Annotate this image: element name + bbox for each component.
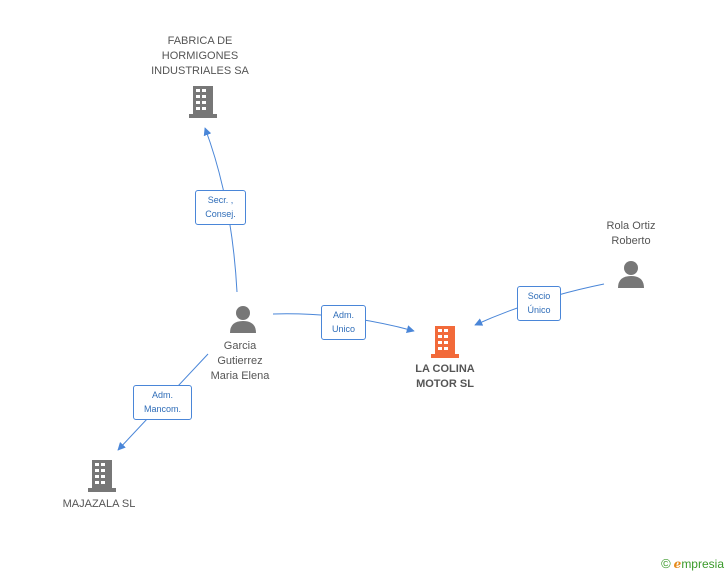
label-line: Garcia: [223, 340, 257, 352]
node-label-garcia[interactable]: Garcia Gutierrez Maria Elena: [190, 339, 290, 384]
node-label-fabrica[interactable]: FABRICA DE HORMIGONES INDUSTRIALES SA: [140, 34, 260, 79]
edge-label-adm-mancom[interactable]: Adm. Mancom.: [133, 385, 192, 420]
label-line: Rola Ortiz: [606, 220, 656, 232]
empresia-logo[interactable]: ©empresia: [661, 556, 724, 571]
edge-label-secr-consej[interactable]: Secr. , Consej.: [195, 190, 246, 225]
building-icon: [431, 326, 459, 358]
edge-label-line: Secr. ,: [207, 195, 234, 205]
label-line: Roberto: [611, 235, 651, 247]
edge-label-line: Socio: [527, 291, 551, 301]
node-label-rola[interactable]: Rola Ortiz Roberto: [581, 219, 681, 249]
edge-label-line: Adm.: [151, 390, 173, 400]
edge-label-line: Mancom.: [143, 404, 181, 414]
person-icon: [230, 306, 256, 333]
building-icon: [189, 86, 217, 118]
edge-label-line: Unico: [331, 324, 355, 334]
label-line: MAJAZALA SL: [62, 498, 136, 510]
label-line: Maria Elena: [210, 370, 270, 382]
label-line: INDUSTRIALES SA: [151, 65, 249, 77]
label-line: HORMIGONES: [161, 50, 239, 62]
edge-label-socio-unico[interactable]: Socio Único: [517, 286, 561, 321]
label-line: Gutierrez: [217, 355, 263, 367]
edge-label-line: Adm.: [332, 310, 354, 320]
brand-name: mpresia: [681, 557, 724, 571]
building-icon: [88, 460, 116, 492]
label-line: FABRICA DE: [167, 35, 233, 47]
edge-label-line: Consej.: [205, 209, 236, 219]
copyright-symbol: ©: [661, 556, 671, 571]
label-line: MOTOR SL: [416, 378, 474, 390]
label-line: LA COLINA: [415, 363, 475, 375]
node-label-majazala[interactable]: MAJAZALA SL: [49, 497, 149, 512]
edge-label-line: Único: [527, 305, 551, 315]
edge-label-adm-unico[interactable]: Adm. Unico: [321, 305, 366, 340]
person-icon: [618, 261, 644, 288]
node-label-colina[interactable]: LA COLINA MOTOR SL: [395, 362, 495, 392]
brand-initial: e: [673, 557, 682, 571]
